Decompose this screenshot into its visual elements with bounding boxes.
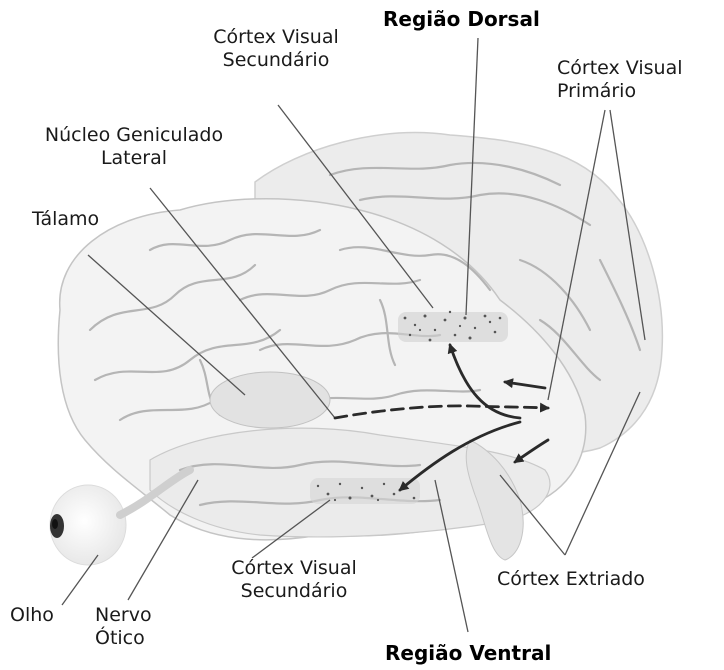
brain-stem xyxy=(465,439,524,561)
label-regiao-dorsal: Região Dorsal xyxy=(383,7,540,31)
optic-nerve xyxy=(116,466,194,519)
label-cortex-extriado: Córtex Extriado xyxy=(497,568,645,590)
label-nucleo-geniculado-lateral: Núcleo Geniculado Lateral xyxy=(14,124,254,170)
label-nervo-otico: Nervo Ótico xyxy=(95,604,152,650)
thalamus-region xyxy=(209,371,331,429)
label-line: Ótico xyxy=(95,627,145,649)
label-line: Córtex Visual xyxy=(557,57,683,79)
leader-lines xyxy=(61,37,646,633)
label-regiao-ventral: Região Ventral xyxy=(385,641,552,665)
speckle-ventral xyxy=(310,478,420,504)
label-line: Córtex Visual xyxy=(213,26,339,48)
label-talamo: Tálamo xyxy=(32,208,100,230)
label-line: Primário xyxy=(557,80,637,102)
label-line: Lateral xyxy=(100,147,168,169)
label-cortex-visual-secundario-top: Córtex Visual Secundário xyxy=(181,26,371,72)
label-cortex-visual-secundario-bottom: Córtex Visual Secundário xyxy=(204,557,384,603)
pathway-arrows xyxy=(333,343,550,492)
eye xyxy=(49,484,127,566)
label-line: Córtex Visual xyxy=(231,557,357,579)
label-line: Secundário xyxy=(222,49,330,71)
label-line: Nervo xyxy=(95,604,152,626)
label-line: Secundário xyxy=(240,580,348,602)
label-olho: Olho xyxy=(10,604,54,626)
label-cortex-visual-primario: Córtex Visual Primário xyxy=(557,57,683,103)
speckle-dorsal xyxy=(398,310,508,342)
label-line: Núcleo Geniculado xyxy=(44,124,224,146)
